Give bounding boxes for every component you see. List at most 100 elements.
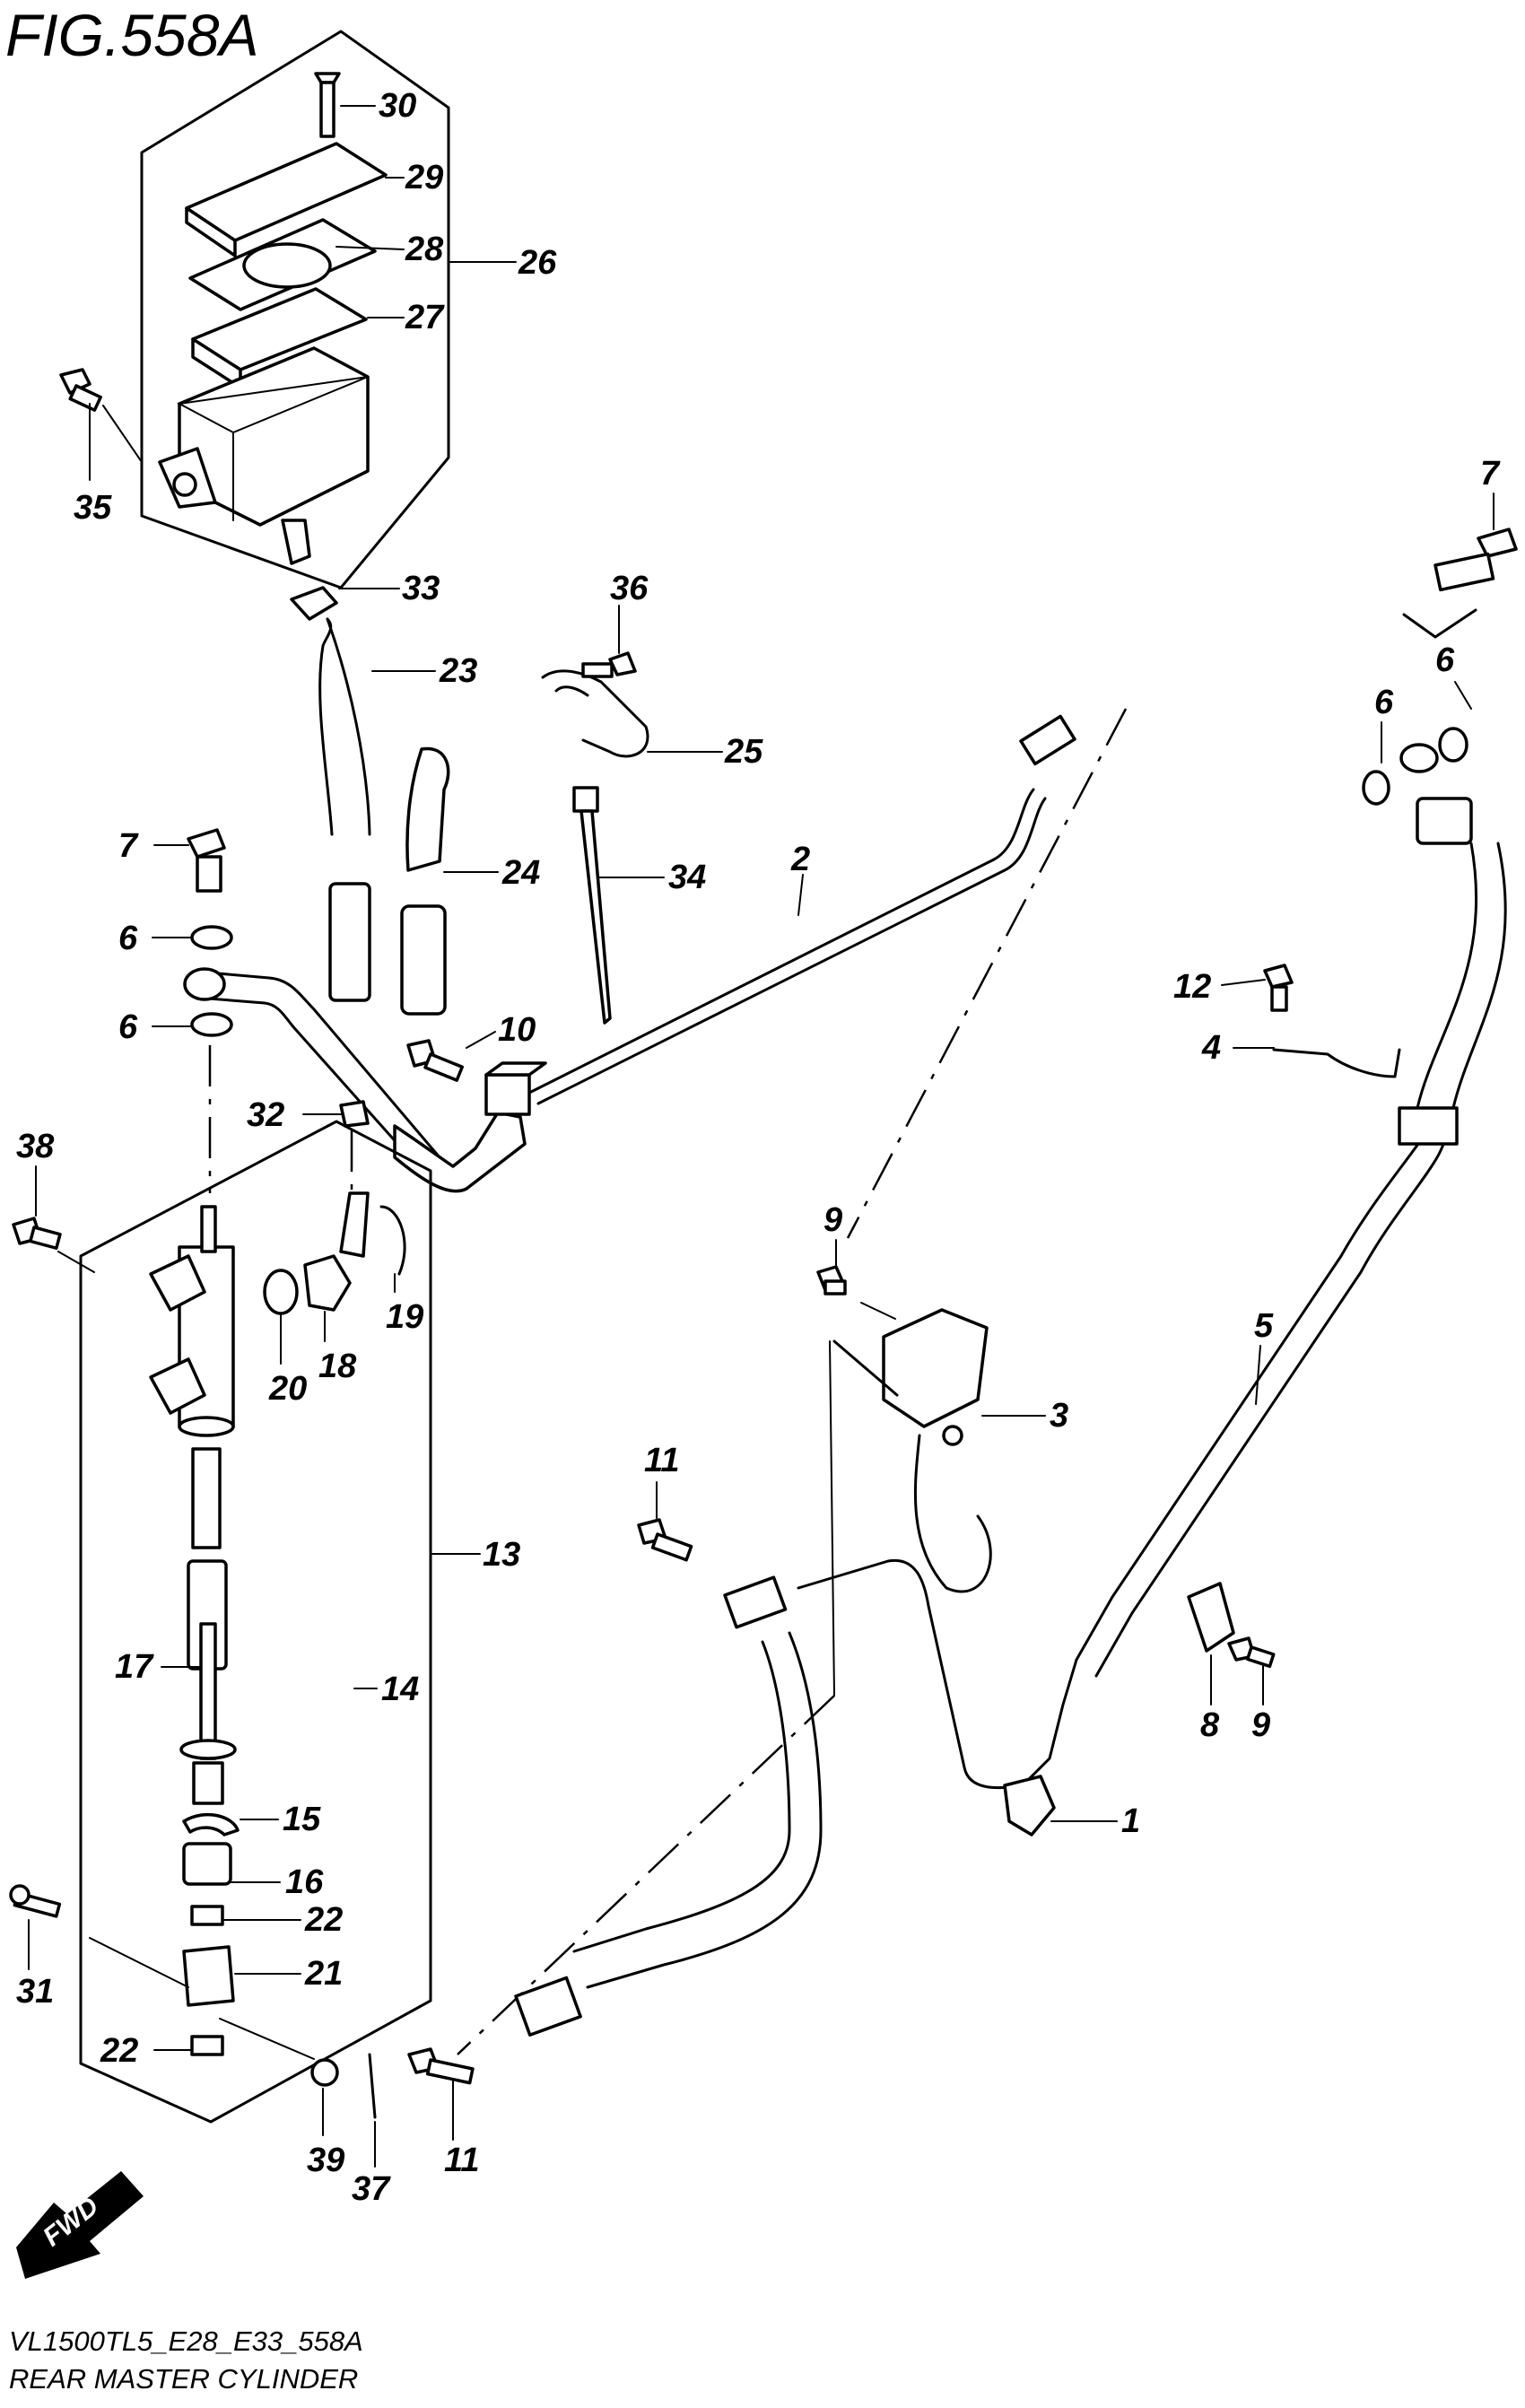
boot-16	[182, 1842, 232, 1886]
figure-caption: REAR MASTER CYLINDER	[9, 2363, 358, 2395]
bracket-4	[1272, 1048, 1401, 1078]
callout-c1: 1	[1121, 1802, 1140, 1840]
hose-block	[484, 1073, 531, 1116]
callout-c26: 26	[518, 244, 557, 282]
o-ring-20	[263, 1269, 299, 1315]
cable-tie-34	[572, 786, 612, 1025]
callout-c7b: 7	[1480, 455, 1501, 493]
nut-22-upper	[190, 1905, 224, 1926]
callout-c12: 12	[1173, 968, 1211, 1006]
washer-6-upper	[190, 925, 233, 950]
callout-c31: 31	[16, 1973, 54, 2011]
callout-c17: 17	[115, 1648, 154, 1686]
clip-25-b	[554, 685, 589, 697]
bolt-9-upper	[816, 1265, 847, 1296]
pipe-to-hose-5	[797, 1558, 1078, 1790]
clamp-1	[1003, 1775, 1056, 1837]
leader-38-dash	[57, 1251, 95, 1273]
callout-c39: 39	[307, 2142, 344, 2179]
callout-c27: 27	[405, 299, 445, 336]
circlip-19	[379, 1205, 406, 1276]
callout-c11b: 11	[444, 2142, 479, 2179]
lower-hose-b	[586, 1631, 823, 1989]
leader-c28	[336, 246, 405, 250]
callout-c15: 15	[283, 1801, 321, 1838]
callout-c32: 32	[247, 1096, 284, 1134]
callout-c19: 19	[386, 1298, 423, 1336]
reservoir-cap-edge	[185, 206, 237, 257]
callout-c14: 14	[381, 1671, 419, 1708]
callout-c16: 16	[285, 1863, 324, 1901]
circlip-15	[182, 1812, 240, 1837]
lower-dashline	[457, 1695, 835, 2055]
connector-18-tube	[339, 1191, 370, 1258]
bracket-3	[882, 1308, 989, 1428]
callout-c10: 10	[498, 1011, 536, 1049]
hose-5-ferrule	[1398, 1106, 1459, 1146]
washer-6-lower	[190, 1012, 233, 1037]
joint-block	[723, 1575, 788, 1629]
callout-c35: 35	[74, 489, 112, 527]
callout-c11a: 11	[644, 1442, 679, 1479]
leader-c6d	[1454, 681, 1472, 710]
hose-24	[405, 746, 450, 872]
callout-c30: 30	[379, 87, 416, 125]
pipe-2-dashline	[846, 708, 1128, 1239]
callout-c2: 2	[790, 841, 810, 878]
callout-c29: 29	[405, 159, 443, 196]
nut-22-lower	[190, 2035, 224, 2056]
connector-18	[303, 1254, 352, 1312]
figure-title: FIG.558A	[5, 2, 258, 68]
callout-c22b: 22	[100, 2032, 138, 2070]
leader-c5	[1255, 1345, 1261, 1405]
clamp-32	[339, 1100, 370, 1128]
bolt-12	[1263, 964, 1294, 1012]
lower-hose	[572, 1640, 791, 1953]
bolt-36	[581, 651, 637, 678]
callout-c24: 24	[501, 854, 540, 892]
callout-c4: 4	[1201, 1029, 1221, 1067]
clevis-21	[182, 1945, 235, 2007]
reservoir-body	[158, 346, 370, 565]
hose-5-banjo	[1399, 743, 1439, 773]
hose-5-upper	[1416, 842, 1478, 1110]
washer-6-right-b	[1438, 727, 1468, 763]
push-rod-17	[199, 1622, 217, 1760]
bracket-edge	[832, 1339, 899, 1397]
brake-pipe-2-b	[527, 788, 1035, 1095]
clamp-8	[1187, 1582, 1235, 1653]
brake-pipe-2	[536, 797, 1047, 1105]
bolt-9-lower	[1227, 1636, 1276, 1669]
bolt-38	[12, 1217, 62, 1250]
pipe-2-nut	[1019, 714, 1076, 766]
hose-5-upper-b	[1451, 842, 1507, 1110]
union-banjo	[183, 967, 226, 1001]
reservoir-group-box	[140, 30, 450, 589]
cotter-pin-37	[368, 2053, 377, 2119]
boot-washer	[179, 1739, 237, 1760]
hose-23-edge	[326, 617, 371, 836]
leader-c2	[797, 874, 804, 916]
leader-lines	[28, 105, 1494, 2168]
callout-c13: 13	[483, 1536, 520, 1574]
hose-5-b	[1094, 1127, 1447, 1678]
washer-39	[310, 2058, 339, 2087]
callout-c23: 23	[439, 652, 477, 690]
master-cylinder-body	[149, 1205, 235, 1437]
leader-c12	[1221, 979, 1266, 986]
bolt-30	[314, 72, 341, 138]
callout-c33: 33	[402, 570, 440, 607]
hose-5	[1075, 1111, 1437, 1662]
boot-stop	[192, 1761, 224, 1805]
callout-c18: 18	[318, 1348, 357, 1385]
hose-left-joint	[393, 1111, 527, 1193]
bolt-7-right	[1434, 528, 1518, 592]
hose-24-lower	[400, 904, 447, 1016]
hose-left-union-b	[196, 996, 423, 1173]
bolt-35	[59, 368, 102, 412]
callout-c25: 25	[724, 733, 763, 771]
callout-c3: 3	[1050, 1397, 1068, 1435]
callout-c8: 8	[1200, 1706, 1220, 1744]
clip-25	[541, 669, 649, 758]
